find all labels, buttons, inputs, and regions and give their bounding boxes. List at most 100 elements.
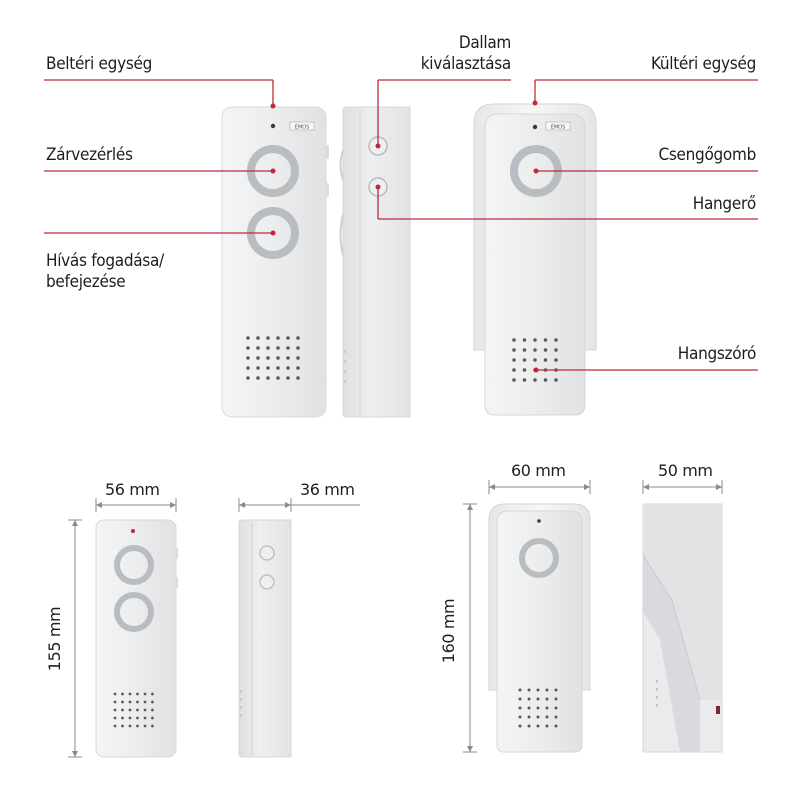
brand-logo-outdoor: EMOS xyxy=(551,125,566,131)
speaker-hole xyxy=(554,706,558,710)
speaker-hole xyxy=(136,700,139,704)
indoor-unit-side-dimensioned xyxy=(238,519,292,758)
speaker-hole xyxy=(286,366,290,370)
speaker-hole xyxy=(143,700,147,704)
speaker-hole xyxy=(536,715,540,719)
speaker-hole xyxy=(256,366,260,370)
speaker-hole xyxy=(545,715,549,719)
speaker-hole xyxy=(121,700,124,704)
speaker-hole xyxy=(512,348,516,352)
label-bell-button: Csengőgomb xyxy=(658,145,756,165)
speaker-hole xyxy=(121,692,124,696)
dim-outdoor-width: 60 mm xyxy=(511,461,566,480)
speaker-hole xyxy=(522,358,527,362)
speaker-hole xyxy=(533,378,537,382)
speaker-hole xyxy=(136,716,139,720)
speaker-hole xyxy=(266,336,270,340)
speaker-hole xyxy=(256,346,260,350)
dimension-lines xyxy=(68,480,723,758)
speaker-hole xyxy=(512,378,516,382)
speaker-hole xyxy=(246,366,250,370)
indoor-unit-side xyxy=(339,106,411,418)
speaker-hole xyxy=(151,716,154,720)
speaker-hole xyxy=(527,715,531,719)
speaker-hole xyxy=(536,706,540,710)
speaker-hole xyxy=(554,378,558,382)
speaker-hole xyxy=(536,697,540,701)
outdoor-unit-side-dimensioned xyxy=(642,503,723,753)
speaker-hole xyxy=(266,366,270,370)
label-melody-line2: kiválasztása xyxy=(420,54,512,74)
speaker-hole xyxy=(276,376,280,380)
speaker-hole xyxy=(554,724,558,728)
speaker-hole xyxy=(296,336,300,340)
dim-indoor-depth: 36 mm xyxy=(300,480,355,499)
speaker-hole xyxy=(128,708,132,712)
label-volume: Hangerő xyxy=(692,194,757,214)
speaker-hole xyxy=(518,706,522,710)
speaker-hole xyxy=(113,708,117,712)
speaker-hole xyxy=(256,356,260,360)
speaker-hole xyxy=(543,348,548,352)
speaker-hole xyxy=(545,697,549,701)
speaker-hole xyxy=(545,724,549,728)
speaker-hole xyxy=(522,378,527,382)
outdoor-unit-front: EMOS xyxy=(473,103,597,416)
speaker-hole xyxy=(128,692,132,696)
speaker-hole xyxy=(276,356,280,360)
speaker-hole xyxy=(121,716,124,720)
speaker-hole xyxy=(286,356,290,360)
speaker-hole xyxy=(554,358,558,362)
speaker-hole xyxy=(266,346,270,350)
label-lock-control: Zárvezérlés xyxy=(46,145,133,165)
speaker-hole xyxy=(296,366,300,370)
speaker-hole xyxy=(518,724,522,728)
speaker-hole xyxy=(113,692,117,696)
label-call-answer-line1: Hívás fogadása/ xyxy=(46,251,164,271)
speaker-hole xyxy=(554,715,558,719)
speaker-hole xyxy=(286,376,290,380)
speaker-hole xyxy=(136,692,139,696)
speaker-hole xyxy=(533,348,537,352)
speaker-hole xyxy=(113,724,117,728)
speaker-hole xyxy=(536,724,540,728)
speaker-hole xyxy=(554,688,558,692)
speaker-hole xyxy=(518,688,522,692)
speaker-hole xyxy=(527,724,531,728)
speaker-hole xyxy=(527,688,531,692)
outdoor-unit-front-dimensioned xyxy=(488,503,591,753)
speaker-hole xyxy=(543,378,548,382)
speaker-hole xyxy=(276,366,280,370)
speaker-hole xyxy=(512,358,516,362)
label-outdoor-unit: Kültéri egység xyxy=(651,54,756,74)
dim-indoor-width: 56 mm xyxy=(105,480,160,499)
dim-indoor-height: 155 mm xyxy=(45,606,64,672)
speaker-hole xyxy=(545,706,549,710)
speaker-hole xyxy=(554,697,558,701)
speaker-hole xyxy=(276,346,280,350)
speaker-hole xyxy=(518,715,522,719)
speaker-hole xyxy=(522,338,527,342)
indoor-unit-front-dimensioned xyxy=(95,519,178,758)
speaker-hole xyxy=(522,368,527,372)
speaker-hole xyxy=(276,336,280,340)
speaker-hole xyxy=(246,356,250,360)
speaker-hole xyxy=(143,708,147,712)
speaker-hole xyxy=(143,716,147,720)
label-indoor-unit: Beltéri egység xyxy=(46,54,153,74)
label-melody-line1: Dallam xyxy=(458,33,511,53)
label-call-answer-line2: befejezése xyxy=(46,272,126,292)
speaker-hole xyxy=(151,724,154,728)
speaker-hole xyxy=(121,724,124,728)
speaker-hole xyxy=(143,692,147,696)
speaker-hole xyxy=(512,368,516,372)
speaker-hole xyxy=(266,356,270,360)
speaker-hole xyxy=(522,348,527,352)
dim-outdoor-height: 160 mm xyxy=(439,598,458,664)
speaker-hole xyxy=(256,376,260,380)
callout-lines xyxy=(44,79,758,373)
speaker-hole xyxy=(545,688,549,692)
brand-logo: EMOS xyxy=(295,125,310,131)
